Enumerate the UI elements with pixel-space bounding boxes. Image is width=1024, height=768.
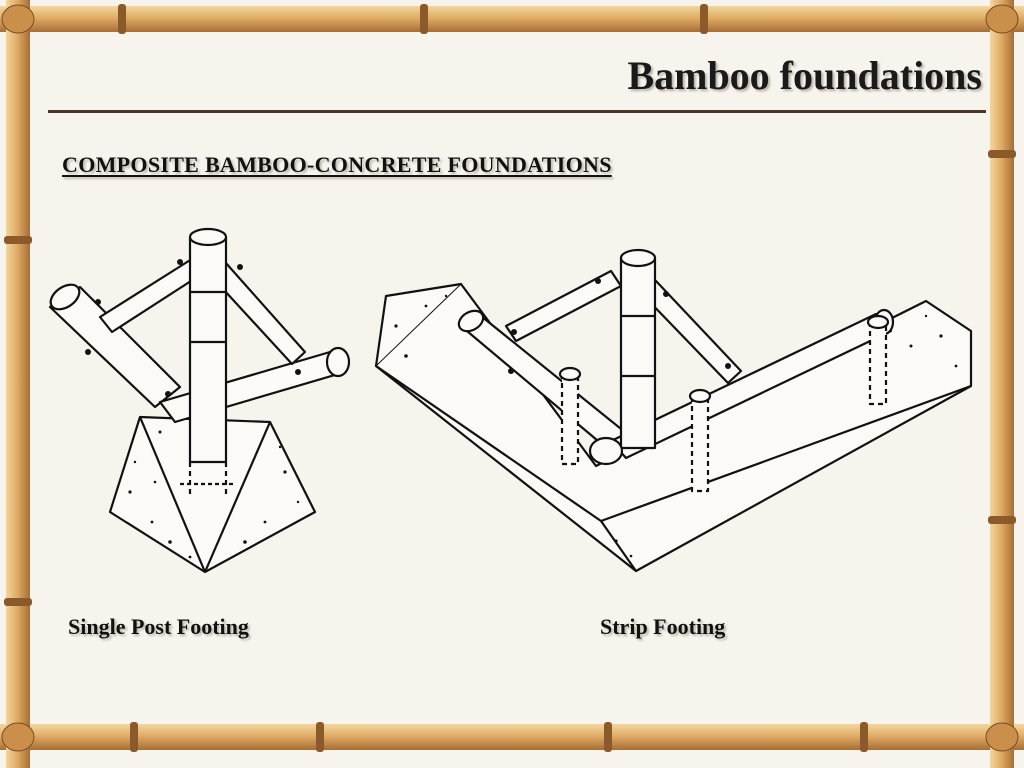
single-post-footing-drawing [48, 227, 351, 574]
strip-footing-drawing [374, 248, 973, 573]
section-heading: COMPOSITE BAMBOO-CONCRETE FOUNDATIONS [62, 152, 612, 177]
slide-title: Bamboo foundations [627, 53, 982, 98]
title-divider [48, 110, 986, 113]
strip-footing-caption: Strip Footing [600, 614, 726, 639]
single-post-footing-caption: Single Post Footing [68, 614, 249, 639]
